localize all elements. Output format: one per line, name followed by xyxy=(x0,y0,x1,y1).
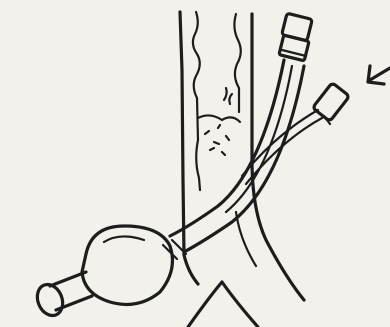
bronchus-inner-line xyxy=(236,212,256,266)
secretion-deposit xyxy=(198,88,240,155)
trachea-tube-wall xyxy=(180,12,252,255)
cuff-balloon xyxy=(82,226,172,304)
secretion-speckles xyxy=(205,125,229,155)
right-bronchus-wall xyxy=(252,160,304,300)
arrow-icon xyxy=(368,66,390,84)
pilot-valve-body xyxy=(312,83,349,122)
secretion-drips xyxy=(224,88,232,104)
carina-lines xyxy=(188,282,258,327)
tube-tip-upper xyxy=(50,272,86,286)
pilot-inflation-line xyxy=(242,110,322,184)
trachea-right-inner-wall xyxy=(234,14,240,112)
inflated-cuff xyxy=(33,226,173,319)
cuff-highlight xyxy=(104,236,144,242)
bronchial-bifurcation xyxy=(184,160,304,327)
pilot-valve xyxy=(312,83,349,124)
tube-connector xyxy=(279,13,312,61)
connector-body xyxy=(279,35,309,61)
trachea-left-outer-wall xyxy=(180,12,184,255)
trachea-left-inner-wall xyxy=(193,12,200,190)
secretion-top-edge xyxy=(198,115,240,122)
arrow-shaft xyxy=(370,68,390,80)
left-bronchus-wall xyxy=(184,255,198,284)
